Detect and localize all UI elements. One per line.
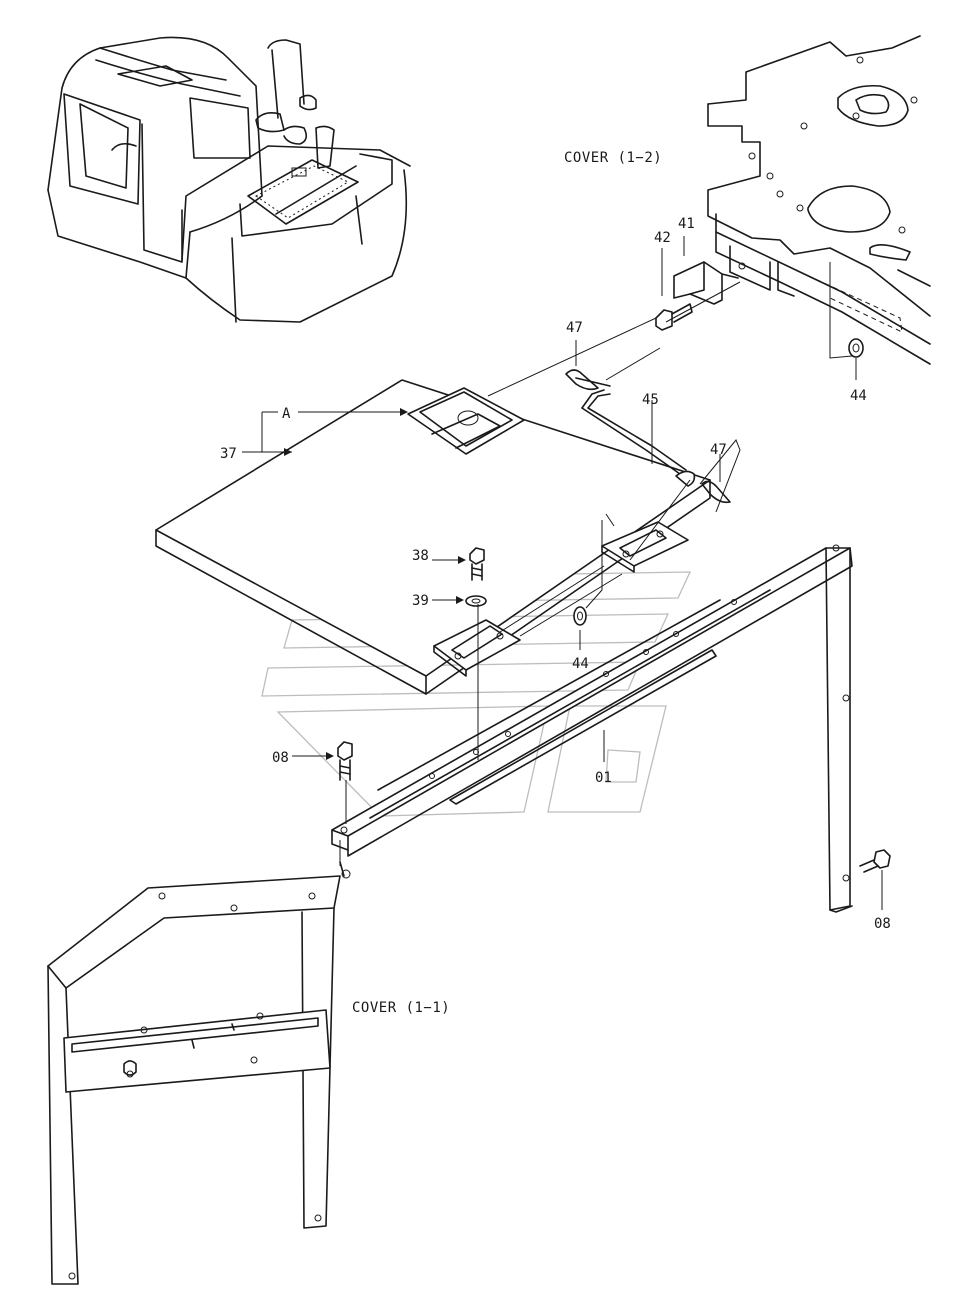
bolt-42: [655, 303, 693, 331]
bolt-38: [469, 547, 485, 581]
stay-rod-45: [581, 389, 696, 487]
frame-01: [331, 544, 853, 913]
pin-47-lower: [701, 480, 731, 504]
leader-arrowheads: [284, 408, 466, 760]
part-label-47-lower: 47: [710, 442, 727, 458]
bolt-08-left: [337, 741, 353, 781]
part-label-41: 41: [678, 216, 695, 232]
part-label-01: 01: [595, 770, 612, 786]
washer-39: [465, 595, 487, 607]
part-label-39: 39: [412, 593, 429, 609]
part-label-45: 45: [642, 392, 659, 408]
cover-1-2-caption: COVER (1−2): [564, 150, 662, 166]
part-label-44-upper: 44: [850, 388, 867, 404]
part-label-a: A: [282, 406, 291, 422]
part-label-08-left: 08: [272, 750, 289, 766]
hinge-upper: [601, 521, 689, 573]
washer-44-upper: [848, 338, 864, 358]
part-label-08-right: 08: [874, 916, 891, 932]
bolt-08-right: [859, 849, 891, 873]
part-label-47-upper: 47: [566, 320, 583, 336]
washer-44-lower: [573, 606, 587, 626]
hinge-lower: [433, 619, 521, 677]
cover-1-1-caption: COVER (1−1): [352, 1000, 450, 1016]
pin-47-upper: [565, 369, 611, 391]
part-label-44-lower: 44: [572, 656, 589, 672]
cover-1-1-frame: [47, 861, 351, 1285]
cover-1-2-frame: [707, 35, 931, 365]
excavator-thumbnail: [47, 36, 411, 323]
part-label-38: 38: [412, 548, 429, 564]
bracket-41: [673, 261, 739, 305]
part-label-42: 42: [654, 230, 671, 246]
part-label-37: 37: [220, 446, 237, 462]
cover-panel-37: [155, 379, 711, 695]
